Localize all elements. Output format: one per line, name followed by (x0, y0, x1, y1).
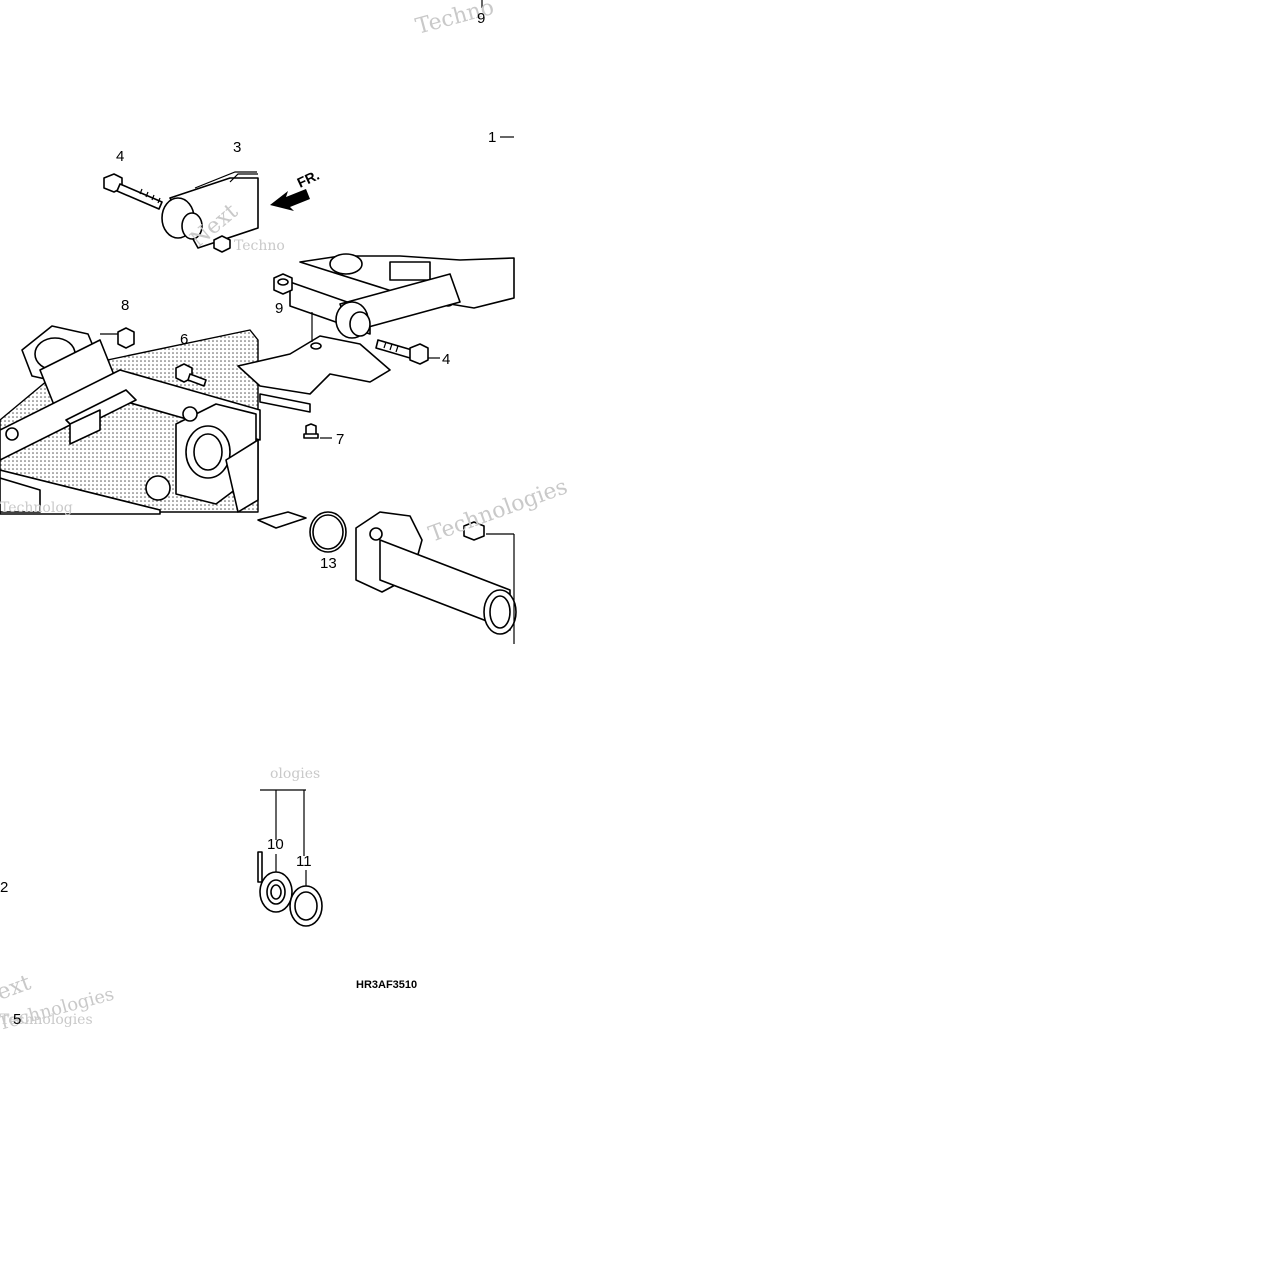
leader-10-11 (260, 789, 306, 856)
callout-2: 2 (0, 879, 8, 896)
o-ring-13 (309, 511, 347, 553)
callout-4-right: 4 (442, 351, 450, 368)
svg-text:FR.: FR. (295, 167, 322, 191)
watermark-5: Technolog (0, 500, 73, 516)
tile-axle-housing-view (257, 511, 517, 644)
bearing-10 (259, 854, 293, 913)
oil-seal-11 (289, 870, 323, 927)
diagram-code: HR3AF3510 (356, 979, 417, 991)
bolt-6 (175, 363, 207, 387)
nut-8 (100, 327, 135, 349)
axle-housing-tube (355, 511, 517, 644)
flange-bolt-4-right (375, 339, 440, 365)
axle-housing-left (21, 325, 117, 411)
flange-bolt-4-left (103, 173, 163, 210)
bolt-7 (303, 423, 332, 439)
front-direction-arrow: FR. (270, 167, 322, 211)
watermark-4: Technologies (426, 474, 571, 547)
tile-top-header (481, 0, 514, 138)
nut-9-mid (273, 273, 293, 295)
callout-4-left: 4 (116, 148, 124, 165)
skid-plate (237, 312, 391, 413)
callout-3: 3 (233, 139, 241, 156)
callout-7: 7 (336, 431, 344, 448)
tile-lower-arm-view (237, 253, 515, 439)
tile-rear-frame-view (0, 325, 261, 515)
upper-arm-3 (161, 171, 259, 249)
callout-13: 13 (320, 555, 337, 572)
callout-10: 10 (267, 836, 284, 853)
callout-8: 8 (121, 297, 129, 314)
callout-6: 6 (180, 331, 188, 348)
callout-1: 1 (488, 129, 496, 146)
watermark-3: Techno (234, 238, 285, 254)
callout-9-mid: 9 (275, 300, 283, 317)
callout-labels: 9 1 3 4 8 6 9 4 7 13 10 11 2 5 (0, 10, 496, 1028)
tile-upper-arm-view: FR. (103, 167, 322, 253)
watermark-7: ext (0, 970, 34, 1005)
watermark-9: Technologies (0, 1012, 93, 1028)
tile-bearing-view (257, 789, 323, 927)
callout-11: 11 (296, 853, 312, 870)
nut-small-upper (213, 235, 231, 253)
watermark-6: ologies (270, 766, 320, 782)
callout-9-top: 9 (477, 10, 485, 27)
callout-5: 5 (13, 1011, 21, 1028)
knuckle-right (145, 403, 259, 513)
